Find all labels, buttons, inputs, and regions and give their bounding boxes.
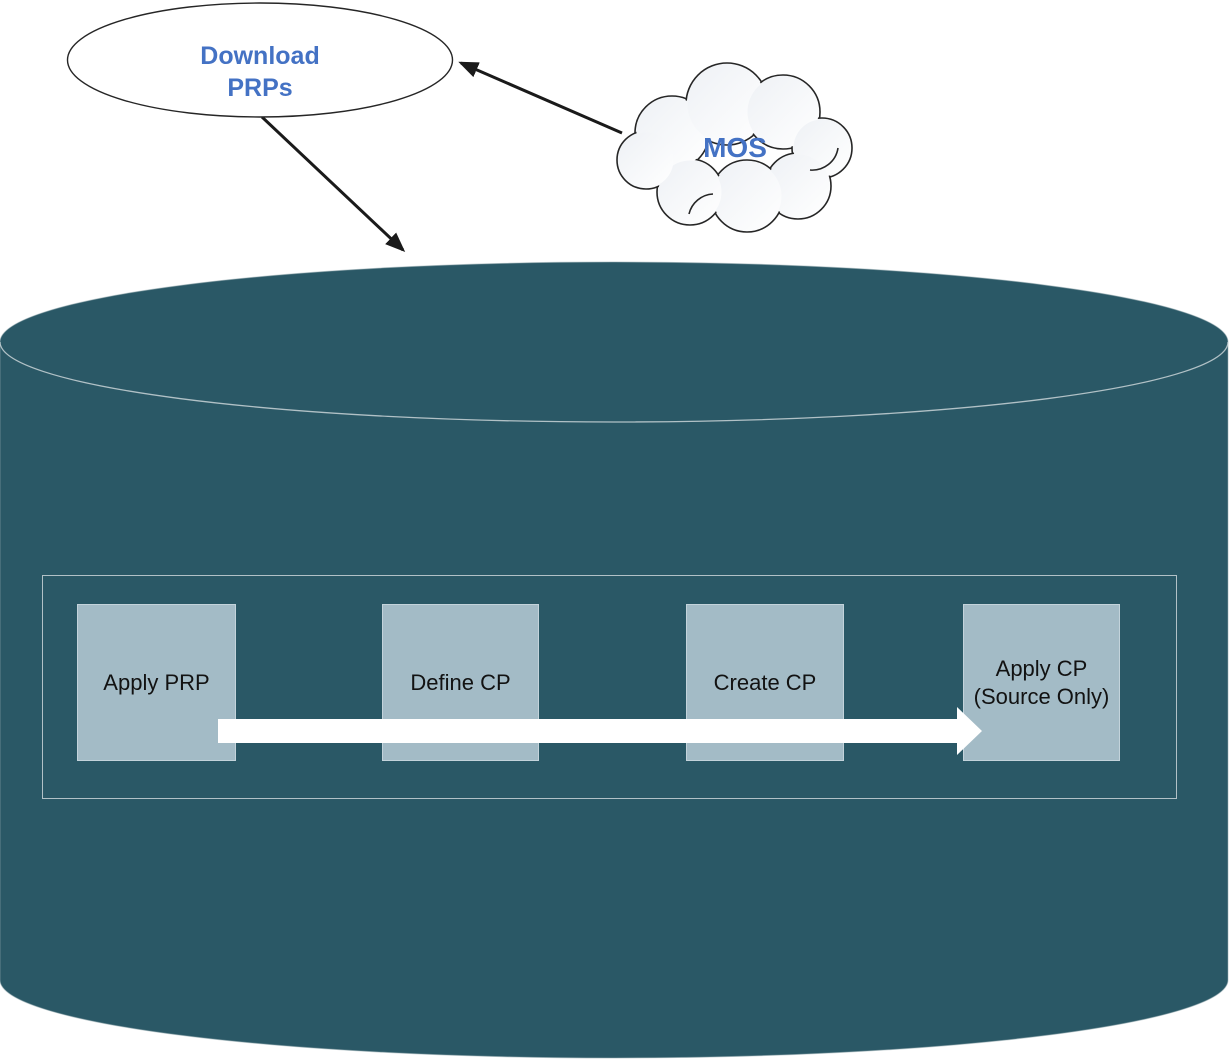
step-box-apply-prp: Apply PRP [77, 604, 236, 761]
cylinder-top-rim-line [0, 341, 1229, 423]
step-box-apply-cp-source-only: Apply CP (Source Only) [963, 604, 1120, 761]
step-box-define-cp: Define CP [382, 604, 539, 761]
step-box-create-cp: Create CP [686, 604, 844, 761]
download-prps-label: Download PRPs [200, 42, 320, 102]
arrow-mos-to-download [458, 61, 623, 135]
download-prps-ellipse [66, 2, 454, 118]
mos-cloud-shape [616, 62, 853, 233]
mos-label: MOS [703, 132, 767, 163]
process-panel [42, 575, 1177, 799]
database-cylinder [0, 261, 1229, 1059]
arrow-download-to-database [260, 115, 406, 253]
